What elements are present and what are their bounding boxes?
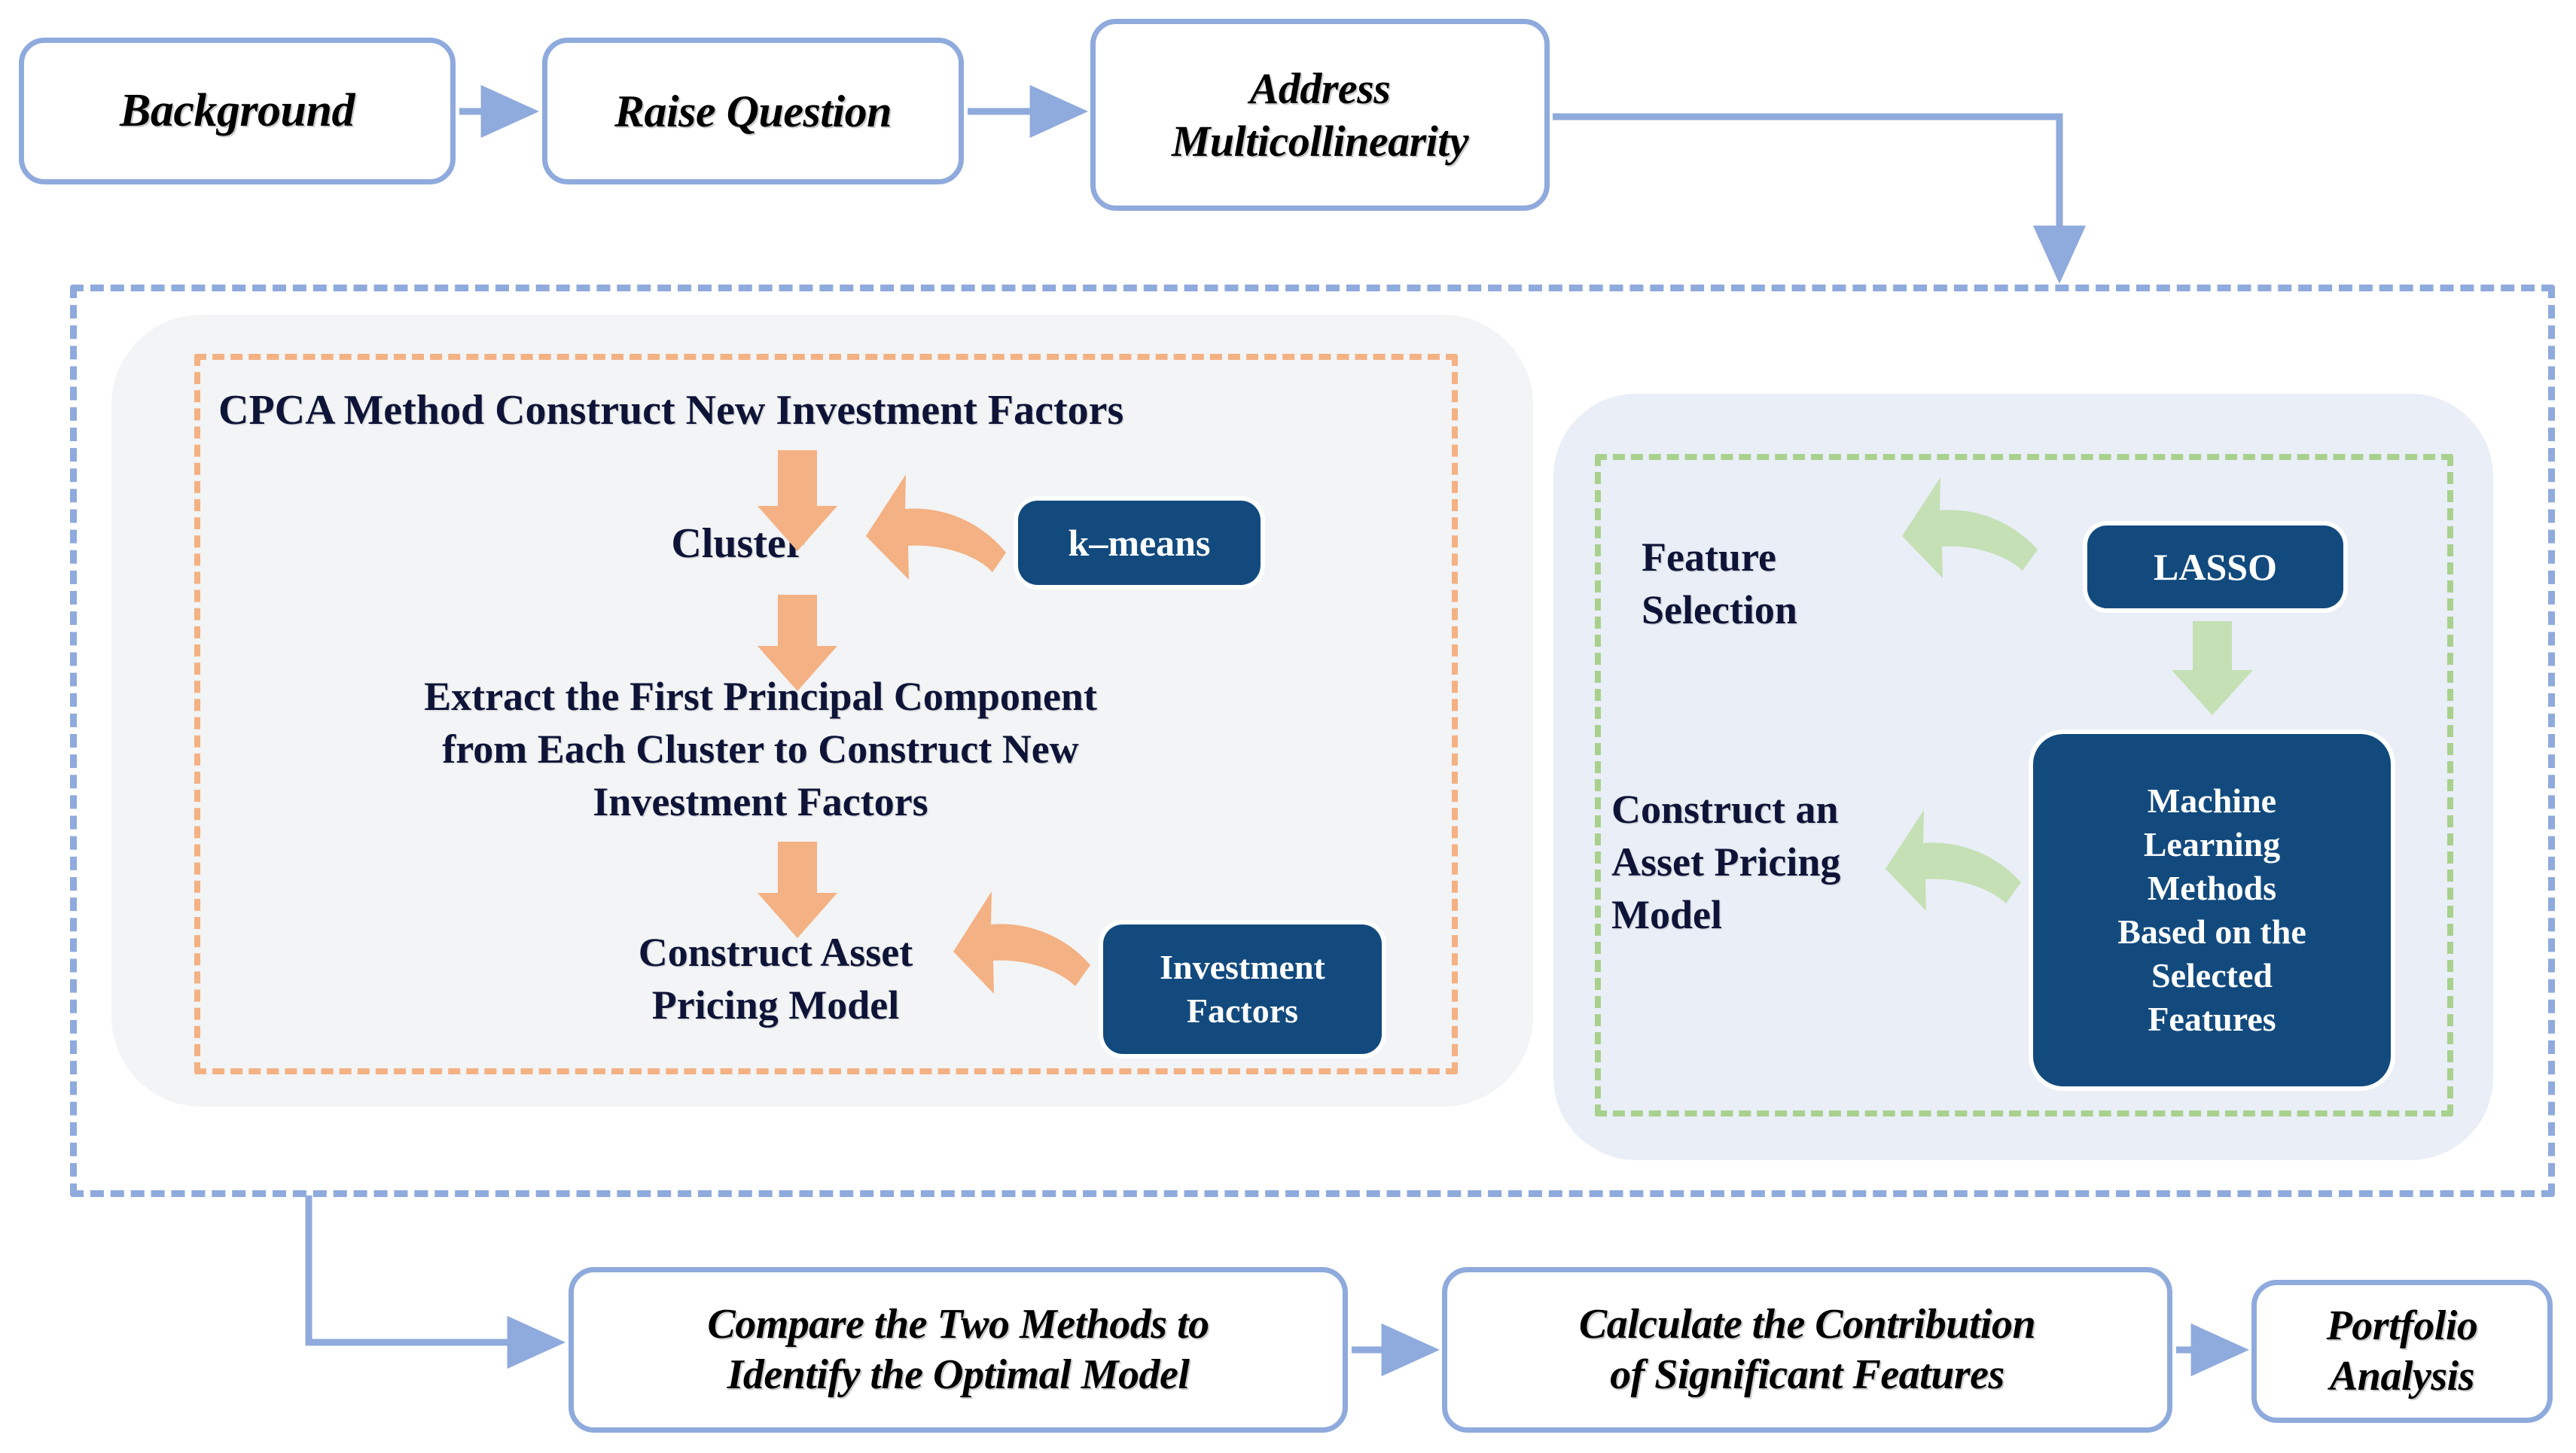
chip-k-means[interactable]: k–means: [1018, 501, 1261, 585]
chip-investment-factors[interactable]: Investment Factors: [1103, 924, 1382, 1054]
chip-k-means-label: k–means: [1068, 521, 1211, 564]
chip-lasso[interactable]: LASSO: [2087, 525, 2343, 608]
step-extract-first-pc: Extract the First Principal Component fr…: [316, 663, 1205, 836]
step-feature-selection: Feature Selection: [1642, 519, 1913, 647]
flow-box-background-label: Background: [120, 85, 355, 137]
ml-dashed-frame: [1595, 454, 2453, 1116]
chip-ml-methods-label: Machine Learning Methods Based on the Se…: [2117, 781, 2306, 1038]
flow-box-portfolio-analysis-label: Portfolio Analysis: [2326, 1302, 2478, 1400]
methods-container-dashed-frame: [70, 285, 2555, 1197]
flow-box-raise-question-label: Raise Question: [614, 86, 892, 136]
flow-box-background[interactable]: Background: [19, 38, 456, 184]
chip-lasso-label: LASSO: [2154, 545, 2277, 588]
step-extract-first-pc-label: Extract the First Principal Component fr…: [424, 673, 1097, 825]
cpca-panel-title-label: CPCA Method Construct New Investment Fac…: [218, 386, 1124, 434]
flow-box-compare-two-methods-label: Compare the Two Methods to Identify the …: [707, 1300, 1209, 1398]
flow-box-portfolio-analysis[interactable]: Portfolio Analysis: [2251, 1280, 2553, 1423]
chip-ml-methods[interactable]: Machine Learning Methods Based on the Se…: [2033, 734, 2391, 1086]
cpca-panel-title: CPCA Method Construct New Investment Fac…: [218, 380, 1438, 440]
cpca-dashed-frame: [194, 354, 1458, 1074]
flow-box-address-multicollinearity[interactable]: Address Multicollinearity: [1090, 19, 1550, 211]
step-construct-an-asset-pricing-model-label: Construct an Asset Pricing Model: [1611, 786, 1841, 938]
flow-box-calculate-contribution-label: Calculate the Contribution of Significan…: [1578, 1300, 2036, 1398]
flow-box-compare-two-methods[interactable]: Compare the Two Methods to Identify the …: [569, 1267, 1348, 1433]
step-cluster-label: Cluster: [671, 519, 805, 567]
step-feature-selection-label: Feature Selection: [1642, 534, 1797, 632]
connector-address-to-methods-container: [1553, 113, 2087, 285]
flow-box-calculate-contribution[interactable]: Calculate the Contribution of Significan…: [1442, 1267, 2172, 1433]
step-construct-asset-pricing-model-label: Construct Asset Pricing Model: [638, 929, 913, 1028]
step-cluster: Cluster: [595, 512, 881, 575]
flow-box-raise-question[interactable]: Raise Question: [542, 38, 964, 184]
step-construct-asset-pricing-model: Construct Asset Pricing Model: [580, 918, 971, 1039]
flow-box-address-multicollinearity-label: Address Multicollinearity: [1171, 63, 1469, 166]
connector-methods-container-to-compare: [305, 1196, 566, 1369]
chip-investment-factors-label: Investment Factors: [1160, 948, 1325, 1030]
step-construct-an-asset-pricing-model: Construct an Asset Pricing Model: [1611, 772, 1935, 952]
